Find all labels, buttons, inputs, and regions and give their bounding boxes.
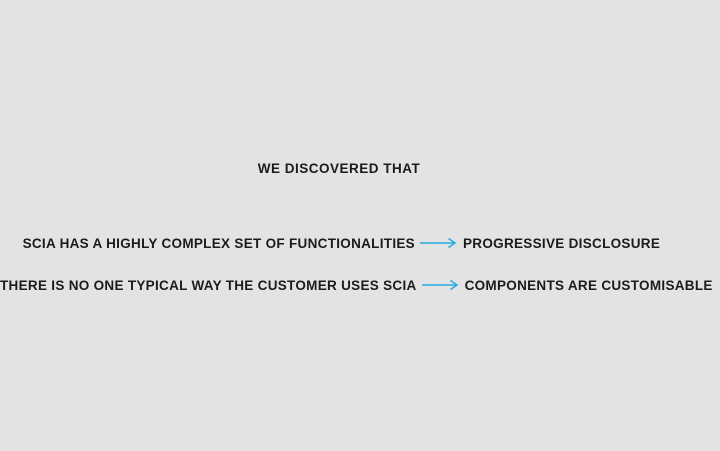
- observation-text: SCIA HAS A HIGHLY COMPLEX SET OF FUNCTIO…: [22, 235, 415, 251]
- slide-heading: WE DISCOVERED THAT: [257, 161, 421, 176]
- solution-text: PROGRESSIVE DISCLOSURE: [463, 235, 661, 251]
- observation-text: THERE IS NO ONE TYPICAL WAY THE CUSTOMER…: [0, 277, 417, 293]
- finding-row: SCIA HAS A HIGHLY COMPLEX SET OF FUNCTIO…: [0, 235, 720, 251]
- arrow-right-icon: [421, 279, 460, 291]
- finding-row: THERE IS NO ONE TYPICAL WAY THE CUSTOMER…: [0, 277, 720, 293]
- arrow-right-icon: [420, 237, 458, 249]
- solution-text: COMPONENTS ARE CUSTOMISABLE: [464, 277, 713, 293]
